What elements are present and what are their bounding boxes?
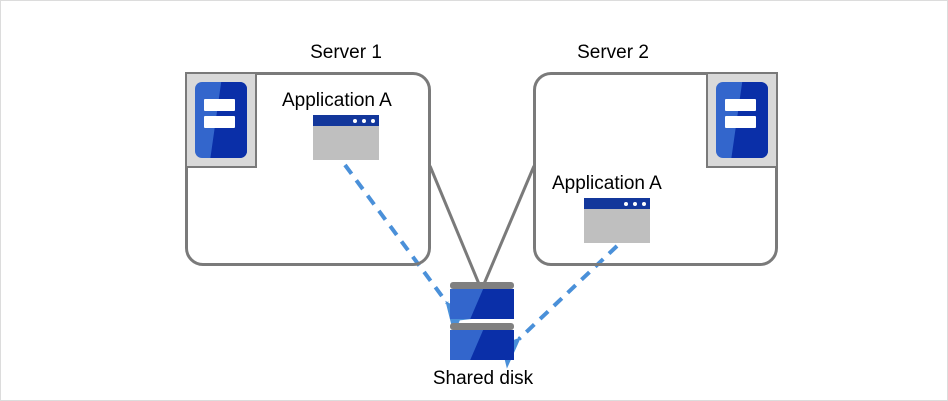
server1-to-disk-link bbox=[428, 165, 481, 285]
server2-to-disk-link bbox=[482, 165, 536, 285]
window-dot-icon bbox=[632, 201, 637, 206]
application-titlebar bbox=[313, 115, 379, 126]
window-dot-icon bbox=[641, 201, 646, 206]
server2-caption: Server 2 bbox=[577, 42, 649, 63]
disk-platter bbox=[450, 330, 514, 360]
disk-platter bbox=[450, 289, 514, 319]
server-slot-bar bbox=[204, 98, 235, 111]
disk-platter-shade bbox=[470, 330, 514, 360]
disk-platter-shade bbox=[470, 289, 514, 319]
shared-disk-label: Shared disk bbox=[432, 368, 534, 389]
application-window-icon bbox=[313, 115, 379, 160]
server1-application-label: Application A bbox=[282, 90, 392, 111]
server-icon bbox=[706, 72, 778, 168]
window-dot-icon bbox=[370, 118, 375, 123]
window-dot-icon bbox=[352, 118, 357, 123]
server1-boundary bbox=[185, 72, 431, 266]
disk-platter-cap bbox=[450, 282, 514, 289]
server-chassis bbox=[195, 82, 247, 158]
server-slot-bar bbox=[204, 116, 235, 129]
server-chassis bbox=[716, 82, 768, 158]
disk-stack-icon bbox=[450, 282, 514, 360]
server2-boundary bbox=[533, 72, 778, 266]
server-slot-bar bbox=[725, 116, 756, 129]
window-dot-icon bbox=[361, 118, 366, 123]
window-dot-icon bbox=[623, 201, 628, 206]
server1-caption: Server 1 bbox=[310, 42, 382, 63]
server-icon bbox=[185, 72, 257, 168]
server-slot-bar bbox=[725, 98, 756, 111]
application-window-icon bbox=[584, 198, 650, 243]
server2-application-label: Application A bbox=[552, 173, 662, 194]
application-titlebar bbox=[584, 198, 650, 209]
disk-platter-cap bbox=[450, 323, 514, 330]
